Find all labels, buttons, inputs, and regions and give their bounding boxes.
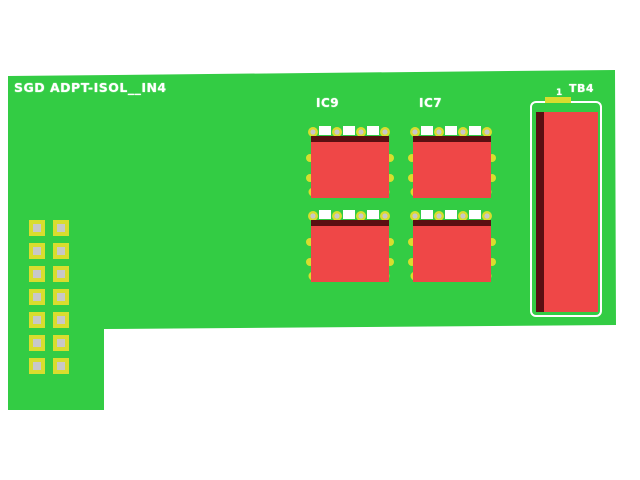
ic9-bottom-hole-top (358, 213, 364, 219)
ic9-bottom-body (311, 226, 389, 282)
ic9-top-hole-top (358, 129, 364, 135)
ic7-bottom-slot (421, 210, 433, 219)
ic7-top-hole-top (460, 129, 466, 135)
ic7-bottom-hole-top (460, 213, 466, 219)
ic7-top-body (413, 142, 491, 198)
header-hole (57, 270, 65, 278)
header-hole (33, 270, 41, 278)
ic7-bottom-hole-top (484, 213, 490, 219)
header-hole (33, 293, 41, 301)
ic7-reference-label: IC7 (419, 96, 443, 110)
ic9-top-body-edge (311, 136, 389, 144)
tb4-body-edge (536, 112, 544, 312)
ic7-bottom-hole-top (412, 213, 418, 219)
ic7-top-body-edge (413, 136, 491, 144)
tb4-reference-label: TB4 (569, 82, 595, 95)
header-hole (57, 224, 65, 232)
header-hole (33, 224, 41, 232)
ic9-bottom-slot (319, 210, 331, 219)
header-hole (57, 362, 65, 370)
header-hole (57, 247, 65, 255)
header-hole (33, 247, 41, 255)
header-hole (33, 316, 41, 324)
ic9-bottom-slot (367, 210, 379, 219)
ic7-bottom-body (413, 226, 491, 282)
ic9-bottom-hole-top (310, 213, 316, 219)
ic7-bottom-slot (469, 210, 481, 219)
ic7-bottom-hole-top (436, 213, 442, 219)
ic7-top-slot (421, 126, 433, 135)
header-hole (57, 293, 65, 301)
ic7-top-hole-top (436, 129, 442, 135)
ic7-top-hole-top (484, 129, 490, 135)
ic9-bottom-hole-top (382, 213, 388, 219)
ic9-top-hole-top (382, 129, 388, 135)
ic9-top-slot (319, 126, 331, 135)
ic9-top-slot (343, 126, 355, 135)
ic7-bottom-body-edge (413, 220, 491, 228)
ic9-reference-label: IC9 (316, 96, 340, 110)
ic7-bottom-slot (445, 210, 457, 219)
header-hole (57, 339, 65, 347)
tb4-pin1-pad (545, 97, 571, 103)
tb4-pin1-mark: 1 (556, 88, 563, 98)
ic7-top-slot (469, 126, 481, 135)
header-hole (33, 362, 41, 370)
board-title: SGD ADPT-ISOL__IN4 (14, 80, 167, 95)
header-hole (57, 316, 65, 324)
ic9-top-hole-top (334, 129, 340, 135)
ic9-bottom-body-edge (311, 220, 389, 228)
ic9-top-slot (367, 126, 379, 135)
ic7-top-hole-top (412, 129, 418, 135)
ic9-top-hole-top (310, 129, 316, 135)
header-hole (33, 339, 41, 347)
ic7-top-slot (445, 126, 457, 135)
ic9-bottom-hole-top (334, 213, 340, 219)
ic9-bottom-slot (343, 210, 355, 219)
tb4-body (536, 112, 598, 312)
ic9-top-body (311, 142, 389, 198)
